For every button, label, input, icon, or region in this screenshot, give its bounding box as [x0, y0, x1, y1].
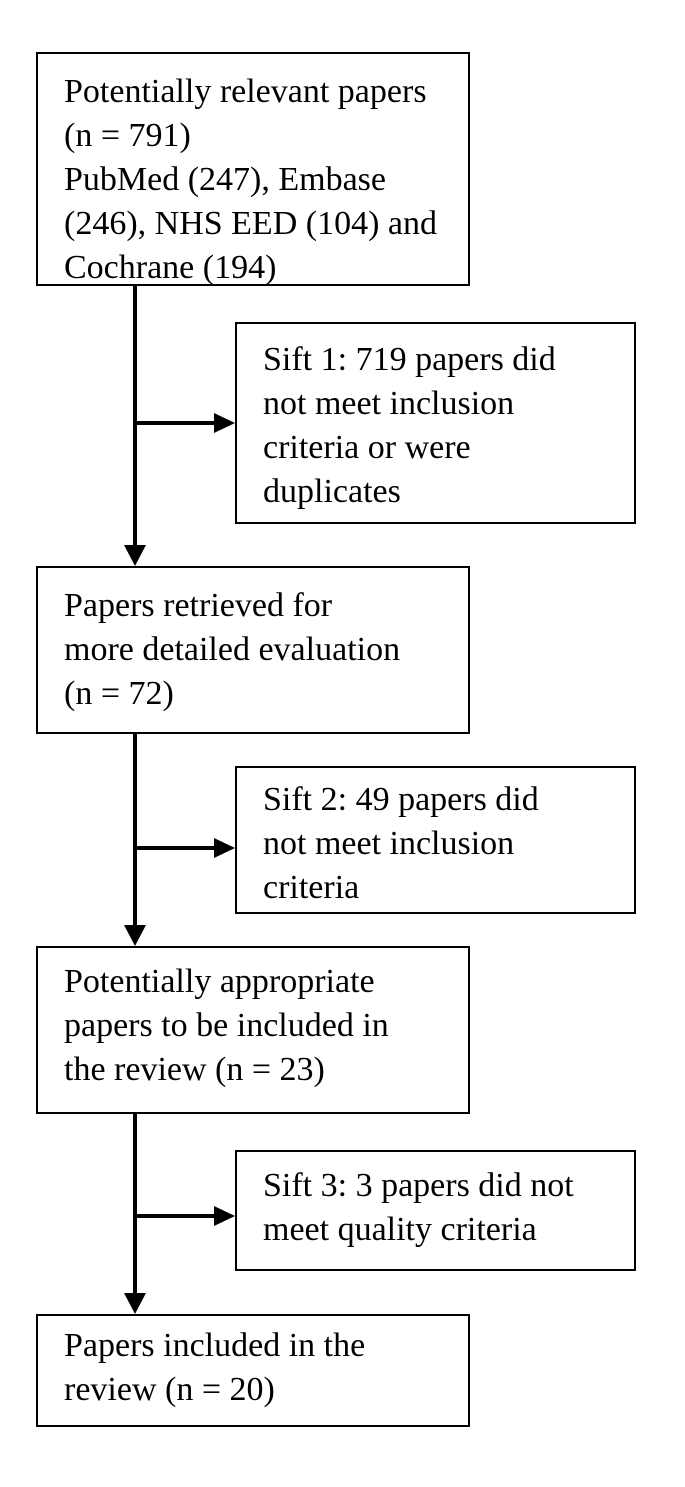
sift1-line: criteria or were [263, 429, 471, 466]
arrowhead-right-sift1 [214, 413, 235, 433]
stage1-box: Potentially relevant papers (n = 791) Pu… [36, 52, 470, 286]
stage1-line: PubMed (247), Embase [64, 161, 387, 198]
stage1-line: Cochrane (194) [64, 249, 277, 286]
sift2-line: Sift 2: 49 papers did [263, 781, 539, 818]
stage1-line: (n = 791) [64, 117, 191, 154]
stage2-line: (n = 72) [64, 675, 174, 712]
stage4-line: Papers included in the [64, 1327, 366, 1364]
sift1-line: not meet inclusion [263, 385, 515, 422]
stage4-box: Papers included in the review (n = 20) [36, 1314, 470, 1427]
stage2-line: more detailed evaluation [64, 631, 401, 668]
sift3-line: meet quality criteria [263, 1211, 537, 1248]
sift3-box: Sift 3: 3 papers did not meet quality cr… [235, 1150, 636, 1271]
stage4-line: review (n = 20) [64, 1371, 275, 1408]
arrowhead-down-stage3 [124, 925, 146, 946]
stage2-line: Papers retrieved for [64, 587, 333, 624]
sift1-line: Sift 1: 719 papers did [263, 341, 556, 378]
stage3-box: Potentially appropriate papers to be inc… [36, 946, 470, 1114]
arrowhead-right-sift2 [214, 838, 235, 858]
sift1-box: Sift 1: 719 papers did not meet inclusio… [235, 322, 636, 524]
sift2-box: Sift 2: 49 papers did not meet inclusion… [235, 766, 636, 914]
stage3-line: the review (n = 23) [64, 1051, 325, 1088]
stage3-line: papers to be included in [64, 1007, 389, 1044]
arrowhead-down-stage4 [124, 1293, 146, 1314]
sift2-line: not meet inclusion [263, 825, 515, 862]
stage1-line: Potentially relevant papers [64, 73, 427, 110]
stage3-line: Potentially appropriate [64, 963, 375, 1000]
arrowhead-down-stage2 [124, 545, 146, 566]
stage1-line: (246), NHS EED (104) and [64, 205, 437, 242]
sift1-line: duplicates [263, 473, 401, 510]
sift3-line: Sift 3: 3 papers did not [263, 1167, 574, 1204]
stage2-box: Papers retrieved for more detailed evalu… [36, 566, 470, 734]
sift2-line: criteria [263, 869, 360, 906]
arrowhead-right-sift3 [214, 1206, 235, 1226]
